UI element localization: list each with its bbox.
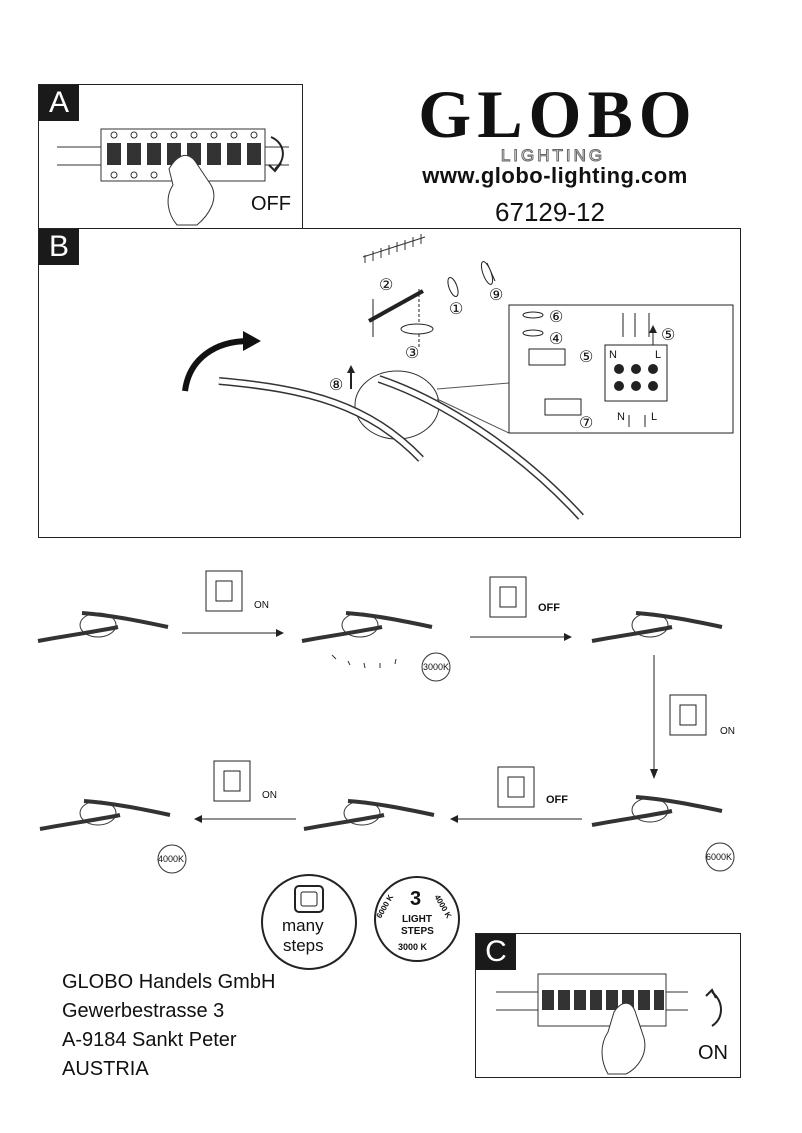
light-steps-line2: STEPS [401, 926, 434, 937]
step-5b-label: ⑤ [661, 327, 676, 344]
step-2-label: ② [379, 277, 394, 294]
many-steps-badge [261, 874, 357, 970]
step-7-label: ⑦ [579, 415, 594, 432]
switch-off-label: OFF [251, 193, 291, 215]
address-line-1: GLOBO Handels GmbH [62, 971, 276, 993]
panel-a-switch-off: A OFF [38, 84, 303, 230]
lamp-state-off-2 [591, 611, 723, 643]
panel-c-switch-on: C ON [475, 933, 741, 1078]
temp-4000k: 4000K [158, 854, 185, 864]
seq-switch-off-2: OFF [546, 794, 568, 806]
panel-b-installation: B [38, 228, 741, 538]
light-steps-line1: LIGHT [402, 914, 432, 925]
light-steps-number: 3 [410, 888, 422, 910]
many-steps-line2: steps [283, 936, 324, 955]
lamp-state-4000k [39, 799, 187, 874]
switch-on-label: ON [698, 1042, 728, 1064]
seq-switch-on-3: ON [262, 790, 277, 801]
installation-illustration [182, 234, 734, 520]
terminal-n-top: N [609, 349, 617, 361]
step-4-label: ④ [549, 331, 564, 348]
seq-switch-off-1: OFF [538, 602, 560, 614]
light-steps-bottom: 3000 K [398, 942, 428, 952]
lamp-state-off-1 [37, 611, 169, 643]
light-steps-badge [374, 876, 460, 962]
step-6-label: ⑥ [549, 309, 564, 326]
lamp-state-6000k [591, 795, 735, 872]
brand-logo: GLOBO [418, 76, 698, 152]
step-5-label: ⑤ [579, 349, 594, 366]
terminal-l-bottom: L [651, 411, 658, 423]
address-line-2: Gewerbestrasse 3 [62, 1000, 225, 1022]
company-address: GLOBO Handels GmbH Gewerbestrasse 3 A-91… [62, 968, 275, 1084]
temp-3000k: 3000K [423, 662, 450, 672]
breaker-illustration-c [496, 973, 722, 1075]
lamp-state-off-3 [303, 799, 435, 831]
model-number: 67129-12 [495, 197, 605, 227]
step-1-label: ① [449, 301, 464, 318]
seq-switch-on-1: ON [254, 600, 269, 611]
step-3-label: ③ [405, 345, 420, 362]
many-steps-line1: many [282, 916, 324, 935]
address-line-3: A-9184 Sankt Peter [62, 1029, 237, 1051]
panel-a-tag: A [39, 85, 79, 121]
temp-6000k: 6000K [706, 852, 733, 862]
brand-sub-logo: LIGHTING [500, 146, 606, 166]
panel-b-tag: B [39, 229, 79, 265]
step-9-label: ⑨ [489, 287, 504, 304]
switching-sequence [37, 570, 735, 874]
terminal-l-top: L [655, 349, 662, 361]
seq-switch-on-2: ON [720, 726, 735, 737]
terminal-n-bottom: N [617, 411, 625, 423]
lamp-state-3000k [301, 611, 451, 682]
step-8-label: ⑧ [329, 377, 344, 394]
breaker-illustration-a [57, 128, 289, 226]
address-line-4: AUSTRIA [62, 1058, 149, 1080]
website-url[interactable]: www.globo-lighting.com [422, 163, 688, 188]
panel-c-tag: C [476, 934, 516, 970]
